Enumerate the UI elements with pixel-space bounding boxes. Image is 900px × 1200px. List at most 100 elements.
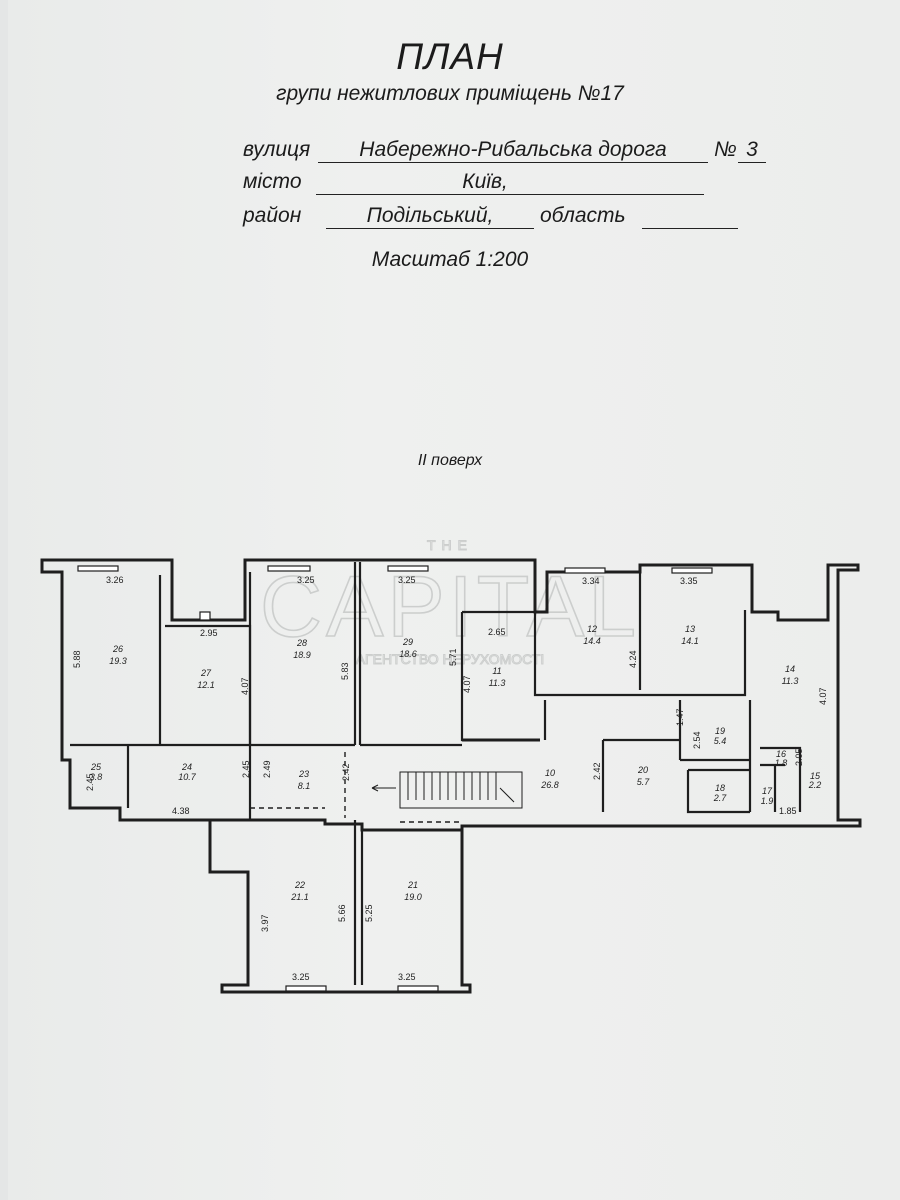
svg-text:24: 24 bbox=[181, 762, 192, 772]
room-19: 195.4 bbox=[714, 726, 727, 746]
svg-text:16: 16 bbox=[776, 749, 786, 759]
svg-text:5.83: 5.83 bbox=[340, 662, 350, 680]
room-18: 182.7 bbox=[713, 783, 728, 803]
svg-text:14: 14 bbox=[785, 664, 795, 674]
watermark-tagline: АГЕНТСТВО НЕРУХОМОСТІ bbox=[356, 651, 545, 667]
svg-text:3.25: 3.25 bbox=[398, 972, 416, 982]
street-label: вулиця bbox=[243, 138, 311, 161]
svg-text:29: 29 bbox=[402, 637, 413, 647]
svg-text:8.1: 8.1 bbox=[298, 781, 311, 791]
svg-text:20: 20 bbox=[637, 765, 648, 775]
svg-text:4.07: 4.07 bbox=[818, 687, 828, 705]
room-16: 161.8 bbox=[775, 749, 788, 768]
svg-text:2.45: 2.45 bbox=[85, 773, 95, 791]
svg-text:18: 18 bbox=[715, 783, 725, 793]
room-10: 10 26.8 bbox=[540, 768, 559, 790]
document-subtitle: групи нежитлових приміщень №17 bbox=[276, 82, 624, 105]
svg-text:4.07: 4.07 bbox=[462, 675, 472, 693]
svg-text:3.8: 3.8 bbox=[90, 772, 103, 782]
svg-text:2.54: 2.54 bbox=[692, 731, 702, 749]
room-25: 253.8 bbox=[90, 762, 103, 782]
svg-text:3.97: 3.97 bbox=[260, 914, 270, 932]
number-value: 3 bbox=[746, 138, 758, 161]
svg-text:22: 22 bbox=[294, 880, 305, 890]
city-label: місто bbox=[243, 170, 302, 193]
room-23: 238.1 bbox=[298, 769, 311, 791]
svg-text:14.1: 14.1 bbox=[681, 636, 699, 646]
walls bbox=[40, 558, 862, 994]
region-underline bbox=[642, 228, 738, 229]
svg-text:2.05: 2.05 bbox=[794, 748, 804, 766]
street-underline bbox=[318, 162, 708, 163]
svg-text:12: 12 bbox=[587, 624, 597, 634]
svg-text:12.1: 12.1 bbox=[197, 680, 215, 690]
district-label: район bbox=[243, 204, 302, 227]
svg-text:11.3: 11.3 bbox=[489, 678, 506, 688]
scale-label: Масштаб 1:200 bbox=[371, 248, 529, 271]
svg-text:4.07: 4.07 bbox=[240, 677, 250, 695]
svg-text:23: 23 bbox=[298, 769, 309, 779]
room-29: 29 18.6 bbox=[399, 637, 417, 659]
svg-text:11: 11 bbox=[492, 666, 501, 676]
room-20: 205.7 bbox=[637, 765, 651, 787]
number-underline bbox=[738, 162, 766, 163]
svg-text:2.7: 2.7 bbox=[713, 793, 728, 803]
street-value: Набережно-Рибальська дорога bbox=[359, 138, 667, 161]
svg-text:15: 15 bbox=[810, 771, 821, 781]
svg-text:4.24: 4.24 bbox=[628, 650, 638, 668]
svg-text:19.0: 19.0 bbox=[404, 892, 422, 902]
room-11: 11 11.3 bbox=[489, 666, 506, 688]
svg-text:18.6: 18.6 bbox=[399, 649, 417, 659]
region-label: область bbox=[540, 204, 626, 227]
windows bbox=[77, 565, 713, 992]
svg-text:5.71: 5.71 bbox=[448, 648, 458, 666]
svg-text:3.25: 3.25 bbox=[297, 575, 315, 585]
svg-text:17: 17 bbox=[762, 786, 773, 796]
svg-text:3.35: 3.35 bbox=[680, 576, 698, 586]
svg-text:11.3: 11.3 bbox=[782, 676, 799, 686]
watermark-top: THE bbox=[427, 537, 473, 553]
watermark: THE CAPITAL АГЕНТСТВО НЕРУХОМОСТІ bbox=[259, 537, 637, 668]
svg-text:1.47: 1.47 bbox=[675, 708, 685, 726]
dimension-labels: 3.26 5.88 2.95 4.07 3.25 5.83 3.25 5.71 … bbox=[72, 575, 828, 982]
svg-text:3.26: 3.26 bbox=[106, 575, 124, 585]
svg-text:5.4: 5.4 bbox=[714, 736, 727, 746]
svg-text:4.38: 4.38 bbox=[172, 806, 190, 816]
svg-text:1.85: 1.85 bbox=[779, 806, 797, 816]
room-17: 171.9 bbox=[761, 786, 774, 806]
svg-text:2.65: 2.65 bbox=[488, 627, 506, 637]
room-27: 27 12.1 bbox=[197, 668, 215, 690]
document-title: ПЛАН bbox=[396, 36, 504, 77]
svg-text:3.25: 3.25 bbox=[292, 972, 310, 982]
svg-text:3.25: 3.25 bbox=[398, 575, 416, 585]
svg-text:10.7: 10.7 bbox=[178, 772, 197, 782]
svg-text:2.2: 2.2 bbox=[808, 780, 822, 790]
floor-label: II поверх bbox=[417, 452, 483, 469]
svg-text:5.25: 5.25 bbox=[364, 904, 374, 922]
svg-text:2.42: 2.42 bbox=[592, 762, 602, 780]
svg-text:2.95: 2.95 bbox=[200, 628, 218, 638]
svg-text:13: 13 bbox=[685, 624, 695, 634]
svg-text:1.8: 1.8 bbox=[775, 758, 788, 768]
svg-text:26: 26 bbox=[112, 644, 123, 654]
svg-text:10: 10 bbox=[545, 768, 555, 778]
svg-text:14.4: 14.4 bbox=[583, 636, 601, 646]
svg-text:27: 27 bbox=[200, 668, 212, 678]
svg-text:26.8: 26.8 bbox=[540, 780, 559, 790]
svg-text:3.34: 3.34 bbox=[582, 576, 600, 586]
svg-text:5.88: 5.88 bbox=[72, 650, 82, 668]
svg-text:28: 28 bbox=[296, 638, 307, 648]
svg-text:1.9: 1.9 bbox=[761, 796, 774, 806]
city-underline bbox=[316, 194, 704, 195]
svg-text:19.3: 19.3 bbox=[109, 656, 127, 666]
city-value: Київ, bbox=[462, 170, 508, 193]
room-14: 14 11.3 bbox=[782, 664, 799, 686]
number-label: № bbox=[714, 138, 737, 161]
svg-text:19: 19 bbox=[715, 726, 725, 736]
svg-text:5.66: 5.66 bbox=[337, 904, 347, 922]
staircase bbox=[371, 771, 523, 809]
room-13: 13 14.1 bbox=[681, 624, 699, 646]
room-15: 152.2 bbox=[808, 771, 822, 790]
